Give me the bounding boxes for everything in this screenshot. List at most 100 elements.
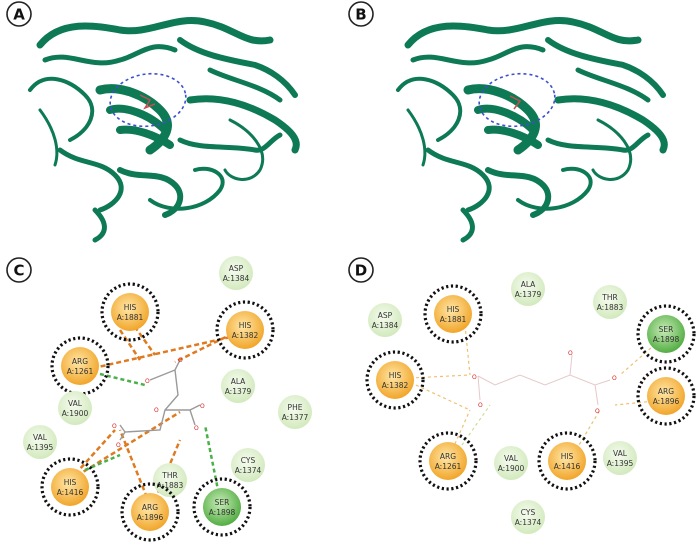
svg-text:B: B <box>355 6 366 24</box>
residue-bubble <box>231 448 265 482</box>
residue-bubble <box>511 272 545 306</box>
svg-text:O: O <box>145 378 150 385</box>
residue-id: A:1374 <box>235 466 262 475</box>
residue-name: CYS <box>521 508 536 517</box>
residue-name: ARG <box>440 452 456 461</box>
residue-bubble <box>51 468 89 506</box>
protein-structure-a <box>28 17 300 243</box>
residue-id: A:1382 <box>232 331 259 340</box>
residue-id: A:1881 <box>117 313 144 322</box>
highlight-ring <box>120 482 180 542</box>
residue-name: ARG <box>658 387 674 396</box>
residue-id: A:1896 <box>137 513 164 522</box>
residue-bubble <box>603 441 637 475</box>
highlight-ring <box>40 457 100 517</box>
svg-text:O: O <box>194 425 199 432</box>
highlight-ring <box>636 366 696 426</box>
residue-bubble <box>23 425 57 459</box>
svg-text:O: O <box>595 408 600 415</box>
residue-id: A:1881 <box>440 315 467 324</box>
residue-name: VAL <box>504 454 519 463</box>
residue-name: VAL <box>68 399 83 408</box>
residue-name: VAL <box>613 449 628 458</box>
svg-text:D: D <box>355 262 367 280</box>
protein-structure-b <box>398 20 664 240</box>
residue-name: ALA <box>231 377 246 386</box>
highlight-ring <box>100 282 160 342</box>
svg-text:O: O <box>116 442 121 449</box>
residue-name: THR <box>601 293 617 302</box>
svg-text:O: O <box>478 402 483 409</box>
highlight-ring <box>192 477 252 537</box>
residue-id: A:1416 <box>554 462 581 471</box>
ligand-skeleton-c <box>119 359 201 441</box>
residue-bubble <box>61 347 99 385</box>
residue-name: HIS <box>239 321 252 330</box>
residue-id: A:1883 <box>157 481 184 490</box>
residue-name: HIS <box>447 305 460 314</box>
residue-id: A:1379 <box>515 290 542 299</box>
residue-id: A:1374 <box>515 518 542 527</box>
residue-id: A:1379 <box>225 387 252 396</box>
highlight-ring <box>423 284 483 344</box>
residue-id: A:1395 <box>27 443 54 452</box>
residue-name: SER <box>659 325 674 334</box>
residue-name: SER <box>215 498 230 507</box>
residue-id: A:1896 <box>653 397 680 406</box>
residue-bubble <box>434 295 472 333</box>
residue-bubble <box>111 293 149 331</box>
residue-id: A:1395 <box>607 459 634 468</box>
svg-text:O: O <box>568 350 573 357</box>
svg-text:O: O <box>154 407 159 414</box>
residue-id: A:1898 <box>209 508 236 517</box>
residue-bubble <box>131 493 169 531</box>
residue-id: A:1377 <box>282 413 309 422</box>
panel-a-label: A <box>6 1 32 27</box>
residue-name: HIS <box>389 371 402 380</box>
residue-bubble <box>226 311 264 349</box>
residue-bubble <box>58 391 92 425</box>
residue-bubble <box>203 488 241 526</box>
residue-bubble <box>153 463 187 497</box>
residue-bubble <box>548 442 586 480</box>
residue-id: A:1883 <box>597 303 624 312</box>
highlight-ring <box>215 300 275 360</box>
residue-name: CYS <box>241 456 256 465</box>
residue-name: HIS <box>64 478 77 487</box>
residue-bubble <box>511 500 545 534</box>
svg-text:A: A <box>13 6 25 24</box>
residue-bubble <box>647 377 685 415</box>
residue-id: A:1384 <box>372 321 399 330</box>
residue-name: ASP <box>378 311 393 320</box>
residue-id: A:1900 <box>62 409 89 418</box>
residue-name: PHE <box>288 403 303 412</box>
residue-bubble <box>494 446 528 480</box>
residue-bubble <box>647 315 685 353</box>
residue-id: A:1898 <box>653 335 680 344</box>
residue-bubble <box>219 256 253 290</box>
ligand-skeleton-d <box>477 354 611 406</box>
ligand-b <box>509 95 522 110</box>
binding-pocket-a <box>109 72 187 128</box>
panel-c-label: C <box>6 257 32 283</box>
residue-bubble <box>368 303 402 337</box>
highlight-ring <box>636 304 696 364</box>
svg-text:C: C <box>13 262 24 280</box>
